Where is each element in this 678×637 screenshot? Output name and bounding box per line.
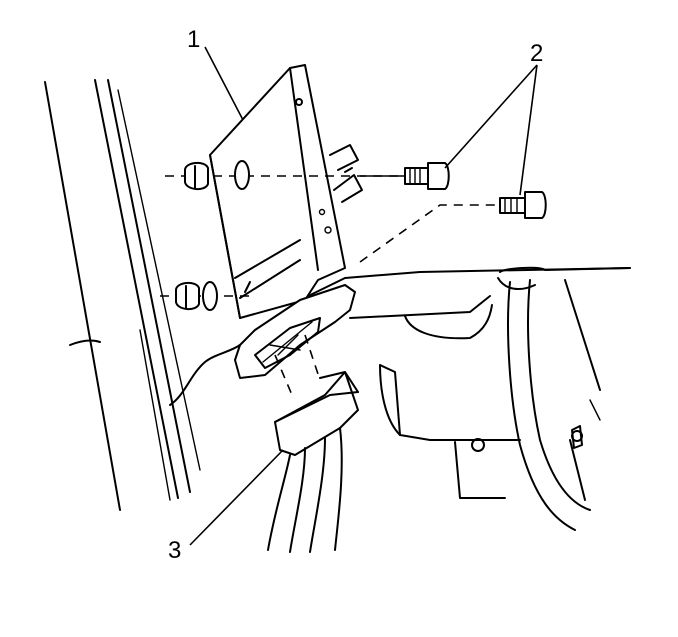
callout-2-label: 2 (530, 40, 543, 67)
leader-lines (189, 46, 538, 546)
callout-3-label: 3 (168, 537, 181, 564)
upper-bolt (360, 162, 450, 190)
bracket-foot (234, 284, 356, 379)
vertical-brace (497, 277, 601, 531)
callout-1-label: 1 (187, 26, 200, 53)
bracket-slots (329, 144, 363, 203)
wiring-harness (267, 427, 343, 553)
lower-washer-icon (202, 281, 218, 311)
upper-washer-icon (234, 160, 250, 190)
body-structure-lines (44, 79, 201, 511)
lower-nut-icon (175, 282, 200, 310)
mounting-surface (169, 266, 631, 501)
lower-fastener-set (160, 281, 255, 311)
lower-bolt (359, 191, 547, 263)
bracket-plate (209, 64, 346, 319)
upper-nut-icon (184, 162, 209, 190)
